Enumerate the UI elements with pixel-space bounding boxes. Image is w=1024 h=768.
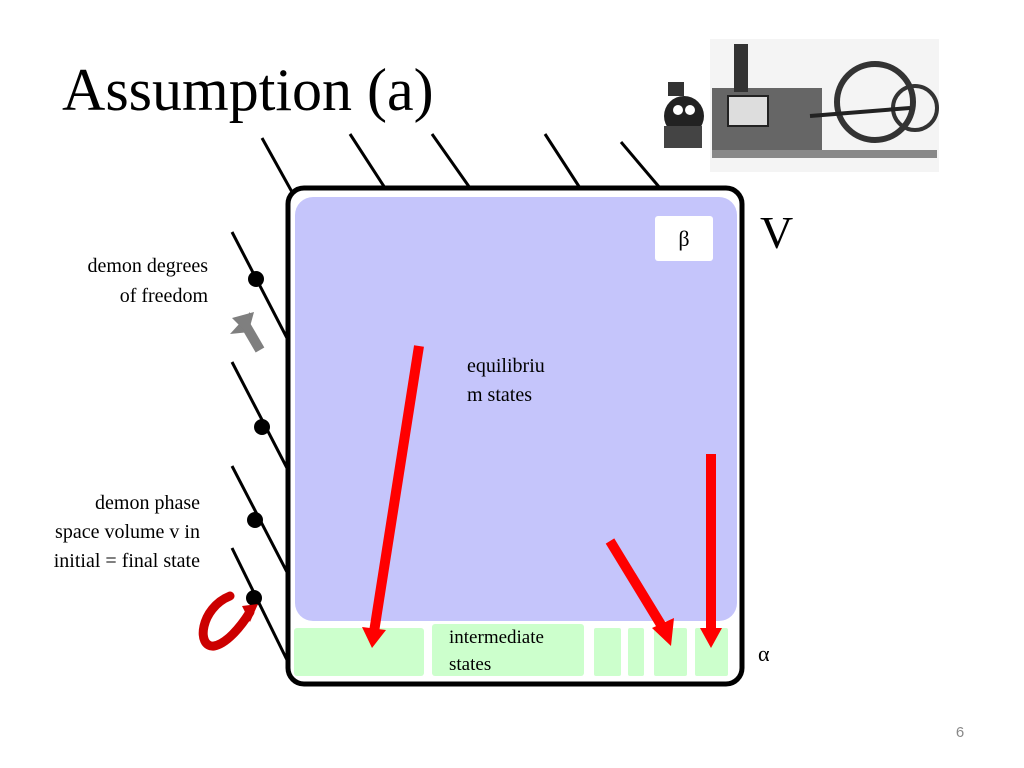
equilibrium-states-label: equilibriu m states bbox=[467, 352, 577, 410]
red-arrow bbox=[700, 454, 722, 648]
top-degree-lines bbox=[260, 133, 662, 193]
red-arrow bbox=[605, 538, 674, 646]
label-line: equilibriu bbox=[467, 355, 545, 377]
steam-engine-illustration-icon bbox=[710, 39, 939, 172]
intermediate-cell bbox=[695, 628, 728, 676]
beta-label: β bbox=[655, 216, 713, 261]
label-line: of freedom bbox=[119, 285, 208, 307]
demon-dot bbox=[247, 512, 263, 528]
demon-dot bbox=[254, 419, 270, 435]
label-line: demon phase bbox=[95, 492, 200, 514]
top-line bbox=[619, 141, 662, 189]
left-line bbox=[230, 547, 290, 663]
left-line bbox=[230, 361, 290, 471]
slide-title: Assumption (a) bbox=[62, 57, 434, 123]
intermediate-cell bbox=[654, 628, 687, 676]
demon-dots bbox=[246, 271, 270, 606]
red-arrow bbox=[362, 345, 424, 648]
label-line: space volume v in bbox=[55, 521, 200, 543]
demon-illustration-icon bbox=[664, 82, 704, 148]
left-demon-lines bbox=[230, 231, 290, 663]
demon-dot bbox=[246, 590, 262, 606]
intermediate-states-label: intermediate states bbox=[449, 624, 589, 678]
intermediate-cell bbox=[432, 624, 584, 676]
equilibrium-region bbox=[295, 197, 737, 621]
volume-label: V bbox=[760, 207, 794, 258]
transition-arrows bbox=[362, 345, 722, 648]
top-line bbox=[543, 133, 582, 189]
label-line: demon degrees bbox=[87, 255, 208, 277]
label-line: m states bbox=[467, 384, 532, 406]
label-line: intermediate bbox=[449, 627, 544, 648]
page-number: 6 bbox=[955, 724, 965, 741]
intermediate-region bbox=[294, 624, 728, 676]
demon-degrees-of-freedom-label: demon degrees of freedom bbox=[20, 251, 208, 311]
label-line: states bbox=[449, 654, 492, 675]
top-line bbox=[348, 133, 387, 189]
alpha-label: α bbox=[758, 641, 770, 666]
gray-up-arrow-icon bbox=[230, 312, 265, 353]
left-line bbox=[230, 231, 290, 341]
demon-dot bbox=[248, 271, 264, 287]
top-line bbox=[430, 133, 472, 189]
cycle-arrow-icon bbox=[198, 591, 258, 651]
intermediate-cell bbox=[628, 628, 644, 676]
demon-phase-space-label: demon phase space volume v in initial = … bbox=[10, 489, 200, 576]
top-line bbox=[260, 137, 294, 193]
intermediate-cell bbox=[594, 628, 621, 676]
intermediate-cell bbox=[294, 628, 424, 676]
label-line: initial = final state bbox=[53, 550, 200, 572]
